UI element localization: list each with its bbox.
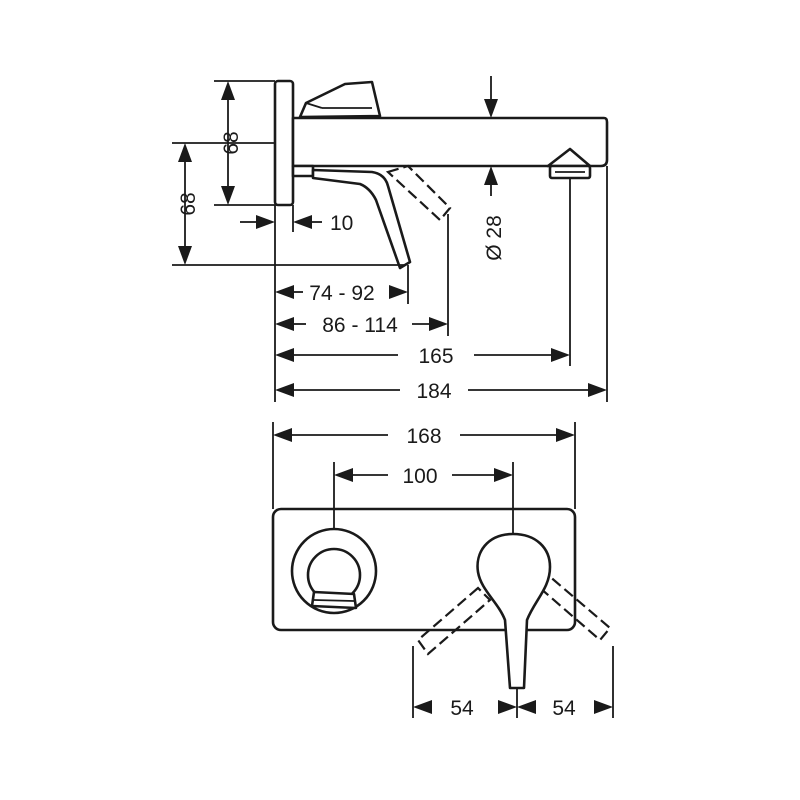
collar [291,164,315,178]
dim-swing-right: 54 [552,697,576,720]
arrow [178,246,192,265]
lever-dashed [385,164,452,222]
arrow [494,468,513,482]
arrow [275,285,294,299]
arrow [221,81,235,100]
arrow [334,468,353,482]
diverter-tab-line [313,599,355,602]
wall-plate [273,79,295,207]
dim-plate-depth: 10 [330,212,353,235]
arrow [273,428,292,442]
arrow [413,700,432,714]
arrow [484,166,498,185]
arrow [275,348,294,362]
dim-projection-total: 184 [416,380,451,403]
spout [291,116,609,168]
arrow [594,700,613,714]
dim-outlet-height: 68 [177,192,200,215]
top-handle [298,80,382,119]
front-view: 168 100 54 54 [271,422,614,720]
arrow [551,348,570,362]
arrow [389,285,408,299]
handle-edge [305,102,323,109]
arrow [429,317,448,331]
lever-solid [311,168,412,270]
arrow [221,186,235,205]
dim-lever-range-b: 86 - 114 [322,314,398,337]
side-view: 68 68 10 Ø 28 74 - 92 [172,76,609,403]
arrow [484,99,498,118]
arrow [498,700,517,714]
dim-swing-left: 54 [450,697,474,720]
arrow [517,700,536,714]
arrow [275,383,294,397]
dim-plate-width: 168 [406,425,441,448]
arrow [588,383,607,397]
dim-lever-range-a: 74 - 92 [309,282,374,305]
arrow [556,428,575,442]
dim-projection-outlet: 165 [418,345,453,368]
arrow [293,215,312,229]
dim-centers: 100 [402,465,437,488]
lever-alt-left [416,586,492,656]
dim-outlet-diameter: Ø 28 [483,215,506,261]
arrow [178,143,192,162]
main-lever [476,532,552,690]
arrow [275,317,294,331]
arrow [256,215,275,229]
